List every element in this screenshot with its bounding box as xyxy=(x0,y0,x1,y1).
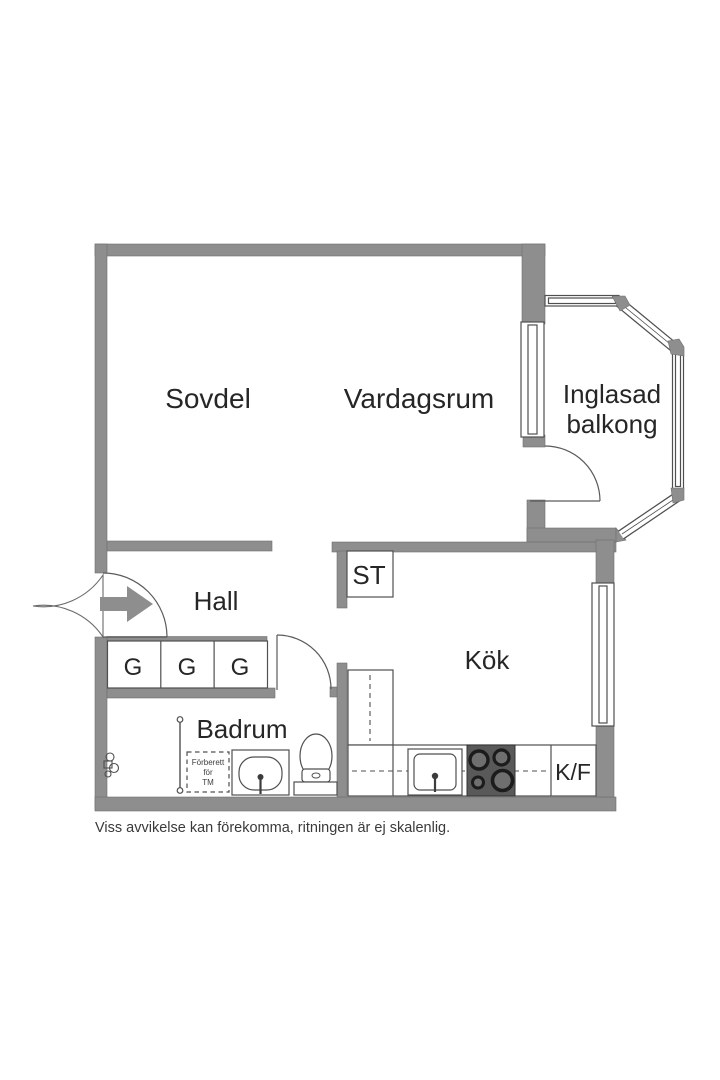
labels: Sovdel Vardagsrum Inglasad balkong Hall … xyxy=(95,379,661,836)
closet-st-box xyxy=(346,550,394,598)
kitchen-sink xyxy=(407,748,463,796)
stove xyxy=(466,744,516,797)
windows xyxy=(520,321,615,727)
entrance-door xyxy=(32,572,168,639)
balcony-door xyxy=(530,445,601,502)
tm-label-line1: Förberett xyxy=(192,758,225,767)
wardrobes xyxy=(106,640,269,689)
tm-label-line3: TM xyxy=(202,778,214,787)
burner xyxy=(471,775,485,790)
bathroom-door xyxy=(276,634,332,690)
balcony-glass-ne xyxy=(615,297,680,354)
room-label-kok: Kök xyxy=(465,645,511,675)
shower-divider xyxy=(176,716,184,794)
balcony-post-right-bottom xyxy=(670,487,685,504)
window-kitchen xyxy=(591,582,615,727)
closets xyxy=(106,550,394,689)
closet-label-st: ST xyxy=(352,560,385,590)
wall-top xyxy=(94,243,546,257)
wall-badrum-door-jamb xyxy=(329,686,338,698)
balcony-door-arc xyxy=(544,445,601,502)
room-label-badrum: Badrum xyxy=(196,714,287,744)
burner xyxy=(492,748,511,767)
wall-hall-badrum xyxy=(106,687,276,699)
balcony-glass-se xyxy=(618,492,680,540)
pipe-symbol xyxy=(103,752,120,778)
burner xyxy=(490,768,515,793)
fridge-freezer-label: K/F xyxy=(555,759,591,785)
burner xyxy=(468,749,490,771)
wall-st-stub xyxy=(336,550,348,609)
wall-bottom xyxy=(94,796,617,812)
bathroom-fixtures xyxy=(103,716,338,796)
wall-kitchen-west xyxy=(336,662,348,798)
entrance-door-outer-swing xyxy=(32,573,104,639)
balcony-glass-east xyxy=(671,349,685,491)
wall-east-upper xyxy=(521,243,546,325)
washing-machine-space xyxy=(186,751,230,793)
wall-kitchen-east-lower xyxy=(595,724,615,798)
balcony-post-top xyxy=(611,295,631,312)
balcony-glass-top xyxy=(544,294,620,307)
wardrobe-label-g2: G xyxy=(178,654,197,681)
room-label-sovdel: Sovdel xyxy=(165,383,251,414)
entrance-door-arc xyxy=(102,572,168,638)
wall-left-upper xyxy=(94,243,108,574)
room-label-vardagsrum: Vardagsrum xyxy=(344,383,494,414)
disclaimer-text: Viss avvikelse kan förekomma, ritningen … xyxy=(95,820,450,836)
wall-kitchen-east-upper xyxy=(595,539,615,585)
wardrobe-label-g1: G xyxy=(124,654,143,681)
walls xyxy=(94,243,627,812)
bathroom-sink xyxy=(231,749,290,796)
wall-left-lower xyxy=(94,636,108,811)
room-label-balkong-line2: balkong xyxy=(566,409,657,439)
room-label-balkong-line1: Inglasad xyxy=(563,379,661,409)
wall-kitchen-top xyxy=(331,541,617,553)
balcony-glazing xyxy=(544,294,685,540)
bathroom-door-arc xyxy=(276,634,332,690)
wall-sovdel-hall xyxy=(106,540,273,552)
kitchen-fixtures xyxy=(347,669,597,797)
tm-label-line2: för xyxy=(203,768,213,777)
room-label-hall: Hall xyxy=(194,586,239,616)
window-livingroom xyxy=(520,321,545,438)
toilet xyxy=(293,733,338,796)
balcony-post-right-top xyxy=(667,338,685,357)
doors xyxy=(32,445,601,690)
wardrobe-label-g3: G xyxy=(231,654,250,681)
entrance-arrow-icon xyxy=(100,586,153,622)
